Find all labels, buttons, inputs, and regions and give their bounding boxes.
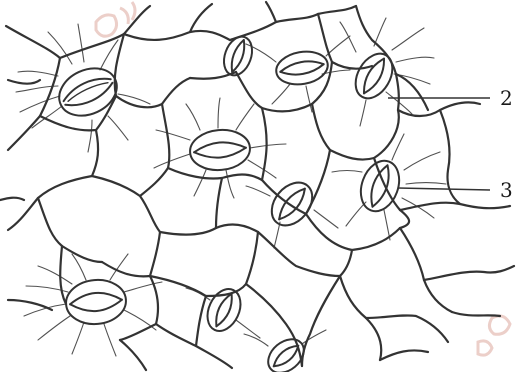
stoma-bottom-center [201, 284, 247, 337]
cell-walls [0, 2, 514, 370]
stoma-top-center [219, 33, 257, 79]
stoma-center [188, 127, 251, 172]
stoma-top-left [52, 59, 125, 124]
stoma-mid-right [264, 175, 321, 234]
label-3: 3 [500, 180, 513, 200]
stomata [52, 33, 406, 372]
stoma-top-right [274, 48, 331, 89]
stoma-bottom-left [64, 277, 128, 326]
label-2: 2 [500, 88, 513, 108]
leader-line-3 [398, 188, 490, 190]
